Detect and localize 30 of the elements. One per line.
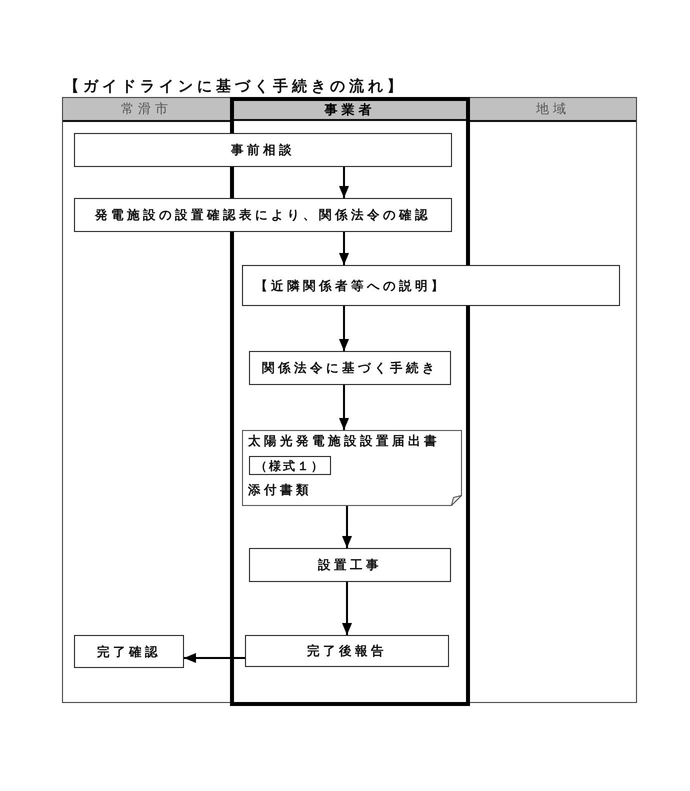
step-label: 完了確認 (97, 644, 161, 660)
document-shape (242, 430, 462, 506)
form-number-tag (249, 456, 331, 475)
document-note: 添付書類 (248, 482, 312, 498)
arrow (342, 582, 352, 635)
lane-header: 地域 (470, 98, 636, 122)
step-label: 完了後報告 (307, 643, 387, 659)
process-box (249, 351, 451, 385)
arrow (339, 167, 349, 198)
arrow (342, 506, 352, 548)
lane-header: 事業者 (234, 101, 466, 121)
process-box (74, 635, 184, 668)
step-label: （様式１） (255, 458, 325, 474)
lane-header: 常滑市 (63, 98, 230, 122)
step-label: 設置工事 (318, 557, 382, 573)
step-label: 【近隣関係者等への説明】 (255, 278, 447, 294)
process-box (249, 548, 451, 582)
document-title: 太陽光発電施設設置届出書 (248, 433, 440, 449)
process-box (74, 133, 452, 167)
process-box (74, 198, 452, 232)
arrow (184, 653, 245, 663)
step-label: 関係法令に基づく手続き (262, 360, 438, 376)
arrow (339, 385, 349, 430)
process-box (245, 635, 449, 667)
step-label: 発電施設の設置確認表により、関係法令の確認 (95, 207, 431, 223)
arrow (339, 232, 349, 265)
arrow (339, 306, 349, 351)
process-box (242, 265, 620, 306)
diagram-title: 【ガイドラインに基づく手続きの流れ】 (64, 76, 406, 96)
step-label: 事前相談 (231, 142, 295, 158)
